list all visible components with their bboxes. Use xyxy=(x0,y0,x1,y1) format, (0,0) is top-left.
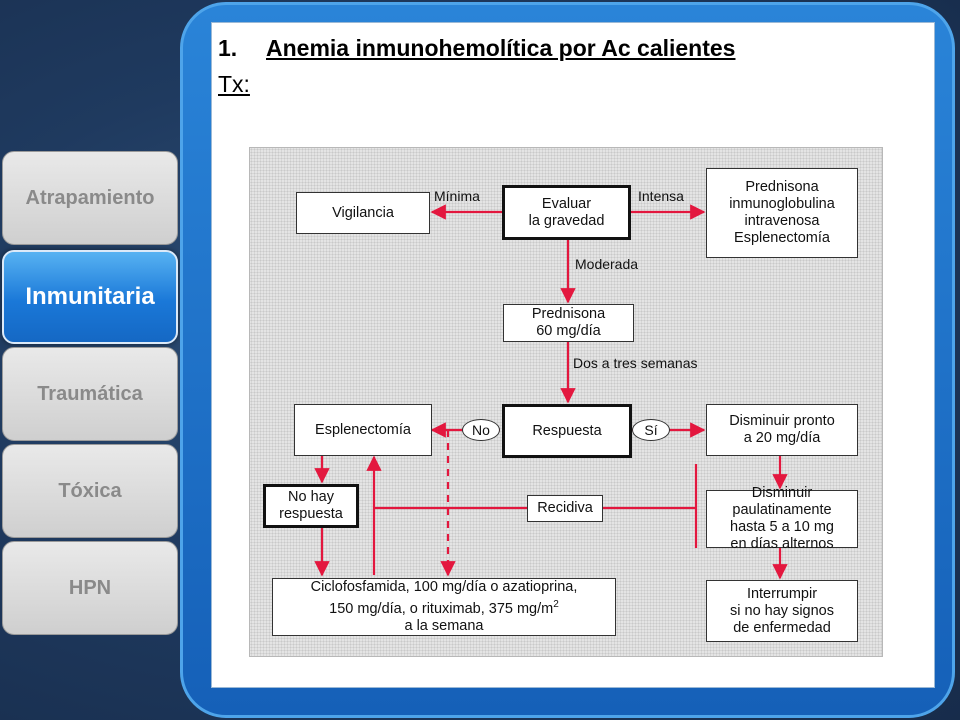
ciclofosfamida-line1: Ciclofosfamida, 100 mg/día o azatioprina… xyxy=(310,579,578,596)
label-si: Sí xyxy=(632,419,670,441)
tab-hpn[interactable]: HPN xyxy=(2,541,178,635)
tab-atrapamiento[interactable]: Atrapamiento xyxy=(2,151,178,245)
slide-subtitle: Tx: xyxy=(218,71,250,97)
node-ciclofosfamida: Ciclofosfamida, 100 mg/día o azatioprina… xyxy=(272,578,616,636)
ciclofosfamida-superscript: 2 xyxy=(553,599,559,611)
label-no: No xyxy=(462,419,500,441)
node-evaluar: Evaluar la gravedad xyxy=(502,185,631,240)
tab-toxica[interactable]: Tóxica xyxy=(2,444,178,538)
treatment-flowchart: Vigilancia Evaluar la gravedad Prednison… xyxy=(249,147,883,657)
tab-inmunitaria[interactable]: Inmunitaria xyxy=(2,250,178,344)
tab-label: HPN xyxy=(68,576,112,599)
node-interrumpir: Interrumpir si no hay signos de enfermed… xyxy=(706,580,858,642)
node-vigilancia: Vigilancia xyxy=(296,192,430,234)
tab-traumatica[interactable]: Traumática xyxy=(2,347,178,441)
ciclofosfamida-line2: 150 mg/día, o rituximab, 375 mg/m xyxy=(329,600,554,617)
slide-title: 1. Anemia inmunohemolítica por Ac calient… xyxy=(218,35,735,62)
label-intensa: Intensa xyxy=(638,188,684,204)
node-disminuir-paulatin: Disminuir paulatinamente hasta 5 a 10 mg… xyxy=(706,485,858,552)
slide-panel: 1. Anemia inmunohemolítica por Ac calient… xyxy=(211,22,935,688)
node-no-hay-respuesta: No hay respuesta xyxy=(263,484,359,528)
node-esplenectomia: Esplenectomía xyxy=(294,404,432,456)
node-prednisona60: Prednisona 60 mg/día xyxy=(503,304,634,342)
node-disminuir-pronto: Disminuir pronto a 20 mg/día xyxy=(706,404,858,456)
node-recidiva: Recidiva xyxy=(527,495,603,522)
node-respuesta: Respuesta xyxy=(502,404,632,458)
tab-label: Atrapamiento xyxy=(25,186,155,209)
slide-title-text: Anemia inmunohemolítica por Ac calientes xyxy=(266,35,736,61)
label-minima: Mínima xyxy=(434,188,480,204)
node-prednisona-ig: Prednisona inmunoglobulina intravenosa E… xyxy=(706,168,858,258)
tab-label: Traumática xyxy=(37,382,143,405)
slide-number: 1. xyxy=(218,35,238,61)
ciclofosfamida-line3: a la semana xyxy=(404,617,484,634)
tab-label: Inmunitaria xyxy=(25,283,155,310)
label-moderada: Moderada xyxy=(575,256,639,272)
tab-label: Tóxica xyxy=(58,479,122,502)
label-dos-tres-semanas: Dos a tres semanas xyxy=(573,355,698,371)
